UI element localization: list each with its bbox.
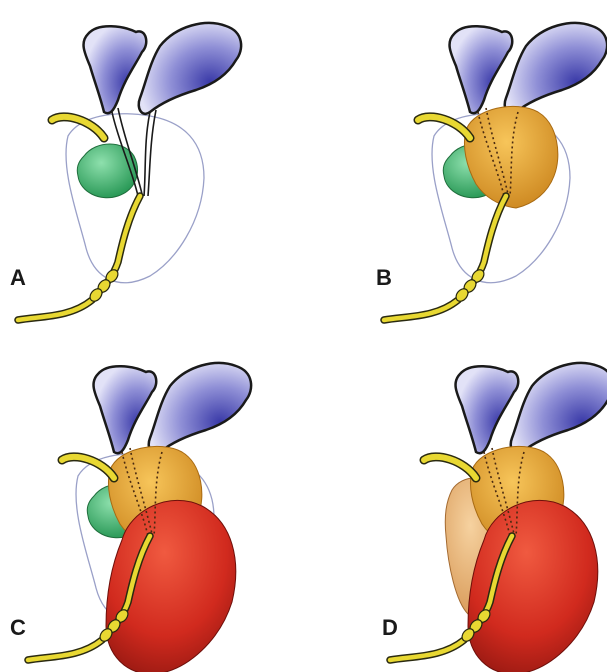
panel-d: D bbox=[382, 363, 607, 672]
panel-label-a: A bbox=[10, 265, 26, 290]
green-body bbox=[77, 144, 137, 198]
blue-lobes bbox=[94, 363, 252, 454]
panel-label-b: B bbox=[376, 265, 392, 290]
blue-lobes bbox=[84, 23, 242, 114]
panel-label-d: D bbox=[382, 615, 398, 640]
panel-c: C bbox=[10, 363, 251, 672]
panel-b: B bbox=[376, 23, 607, 320]
panel-a: A bbox=[10, 23, 241, 320]
blue-lobes bbox=[456, 363, 607, 454]
blue-lobes bbox=[450, 23, 607, 114]
panel-label-c: C bbox=[10, 615, 26, 640]
